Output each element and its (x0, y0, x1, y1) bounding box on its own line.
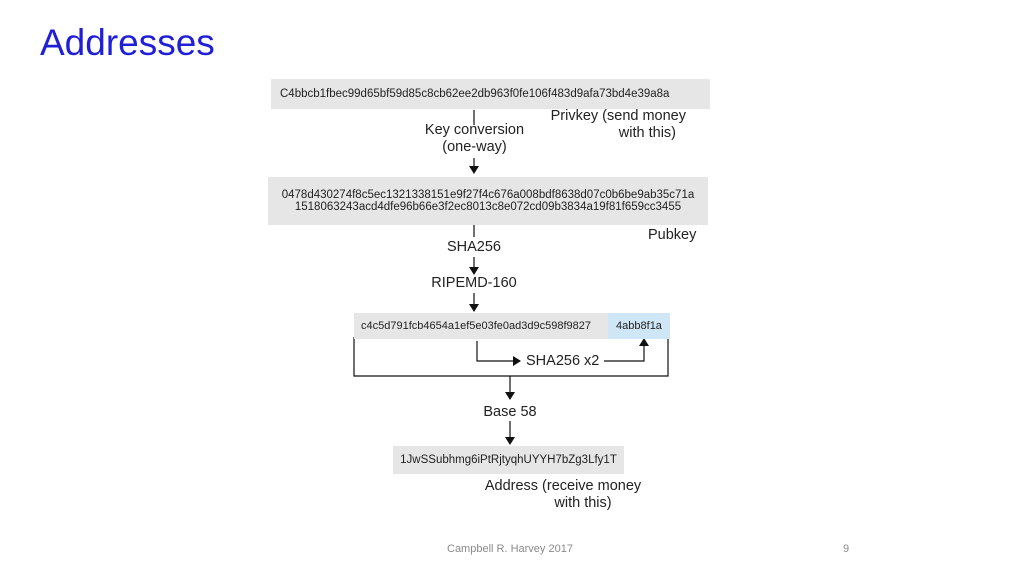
arrow-sha256x2-to-checksum (604, 338, 649, 362)
address-label-line2: with this) (554, 495, 612, 511)
flow-arrows (353, 110, 669, 445)
arrow-hash-to-sha256x2 (476, 341, 521, 366)
private-key-box: C4bbcb1fbec99d65bf59d85c8cb62ee2db963f0f… (271, 79, 710, 109)
base58-step-label: Base 58 (483, 404, 537, 420)
page-number: 9 (843, 543, 850, 555)
hash-value: c4c5d791fcb4654a1ef5e03fe0ad3d9c598f9827 (361, 320, 591, 332)
privkey-label-line1: Privkey (send money (550, 108, 686, 124)
key-conversion-label: Key conversion (one-way) (398, 122, 551, 156)
checksum-value: 4abb8f1a (616, 320, 662, 332)
key-conversion-line1: Key conversion (424, 122, 525, 138)
privkey-label: Privkey (send money with this) (536, 108, 686, 142)
address-derivation-diagram: C4bbcb1fbec99d65bf59d85c8cb62ee2db963f0f… (268, 75, 712, 513)
sha256x2-step-label: SHA256 x2 (526, 353, 600, 369)
public-key-line2: 1518063243acd4dfe96b66e3f2ec8013c8e072cd… (294, 201, 682, 213)
private-key-value: C4bbcb1fbec99d65bf59d85c8cb62ee2db963f0f… (280, 88, 670, 100)
address-label-line1: Address (receive money (484, 478, 642, 494)
address-label: Address (receive money with this) (473, 478, 653, 512)
pubkey-label: Pubkey (648, 227, 697, 243)
public-key-line1: 0478d430274f8c5ec1321338151e9f27f4c676a0… (281, 189, 695, 201)
hash-box: c4c5d791fcb4654a1ef5e03fe0ad3d9c598f9827 (354, 313, 608, 339)
checksum-box: 4abb8f1a (608, 313, 670, 339)
slide-title: Addresses (40, 22, 215, 63)
slide-footer: Campbell R. Harvey 2017 (447, 543, 573, 555)
privkey-label-line2: with this) (618, 125, 676, 141)
ripemd160-step-label: RIPEMD-160 (431, 275, 517, 291)
public-key-box: 0478d430274f8c5ec1321338151e9f27f4c676a0… (268, 177, 708, 225)
address-box: 1JwSSubhmg6iPtRjtyqhUYYH7bZg3Lfy1T (393, 446, 624, 474)
address-value: 1JwSSubhmg6iPtRjtyqhUYYH7bZg3Lfy1T (400, 454, 617, 466)
key-conversion-line2: (one-way) (442, 139, 507, 155)
sha256-step-label: SHA256 (446, 239, 501, 255)
bracket-hash-checksum (353, 337, 669, 377)
